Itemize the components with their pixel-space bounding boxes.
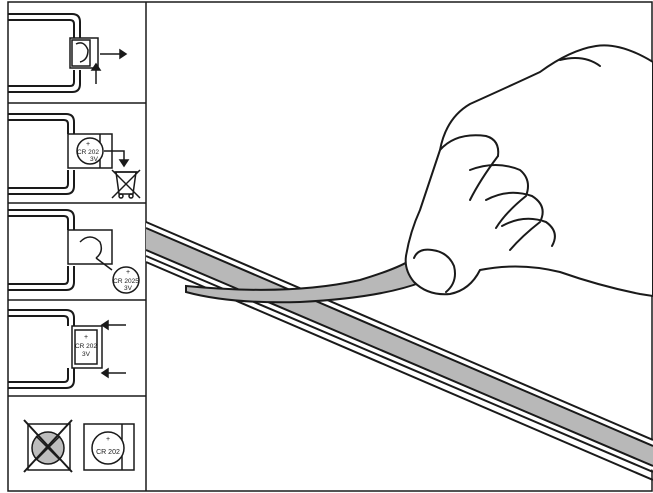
battery-icon (83, 423, 135, 471)
arrow-icon (90, 48, 128, 84)
battery-icon (112, 266, 140, 294)
hand-icon (404, 44, 653, 297)
battery-plus-step-3: + (126, 269, 130, 276)
battery-label-step-4: CR 202 (75, 343, 97, 350)
battery-plus-step-5: + (106, 436, 110, 443)
battery-plus-step-4: + (84, 334, 88, 341)
battery-voltage-step-2: 3V (90, 156, 99, 163)
arrow-icon (100, 319, 126, 379)
arrow-icon (104, 150, 130, 168)
step-3-new-battery (8, 209, 140, 294)
battery-plus-step-2: + (86, 141, 90, 148)
battery-label-step-3: CR 2025 (113, 278, 139, 285)
battery-icon (76, 137, 104, 165)
step-4-insert-tray (8, 309, 126, 389)
battery-voltage-step-4: 3V (82, 351, 91, 358)
step-5-orientation (23, 419, 135, 473)
step-1-remove-tray (8, 13, 128, 93)
battery-label-step-2: CR 202 (77, 149, 99, 156)
crossed-bin-icon (111, 169, 141, 199)
battery-label-step-5: CR 202 (96, 449, 120, 456)
battery-voltage-step-3: 3V (124, 285, 133, 292)
crossed-battery-icon (23, 419, 73, 473)
step-2-remove-battery (8, 113, 141, 199)
adhesive-strip (145, 221, 653, 481)
